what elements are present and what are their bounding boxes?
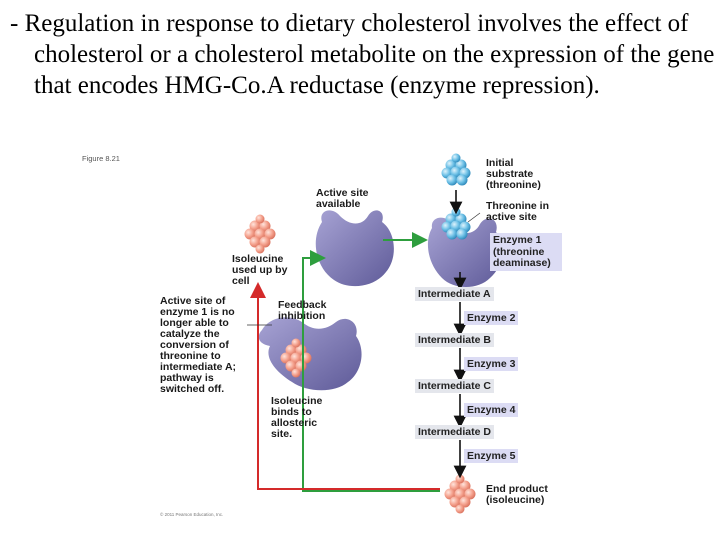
intermediate-d: Intermediate D	[415, 425, 494, 439]
enzyme-active-site-available	[315, 210, 394, 287]
red-arrow-feedback	[250, 282, 440, 490]
end-product-molecule	[444, 474, 476, 514]
leader-threonine	[467, 212, 481, 223]
enzyme-2: Enzyme 2	[464, 311, 519, 325]
green-arrow-used-up	[302, 250, 440, 492]
copyright: © 2011 Pearson Education, Inc.	[160, 512, 224, 517]
label-feedback-inhibition: Feedback inhibition	[278, 299, 327, 322]
enzyme-1-with-substrate	[427, 217, 503, 287]
intermediate-c: Intermediate C	[415, 379, 494, 393]
threonine-molecule	[441, 153, 471, 186]
label-initial-substrate: Initial substrate (threonine)	[486, 157, 541, 191]
enzyme-5: Enzyme 5	[464, 449, 519, 463]
intermediate-a: Intermediate A	[415, 287, 494, 301]
label-isoleucine-binds: Isoleucine binds to allosteric site.	[271, 395, 323, 440]
figure-label: Figure 8.21	[82, 154, 120, 163]
enzyme-3: Enzyme 3	[464, 357, 519, 371]
label-active-site-available: Active site available	[316, 187, 369, 210]
label-enzyme-1: Enzyme 1 (threonine deaminase)	[490, 233, 562, 271]
bullet-text: - Regulation in response to dietary chol…	[10, 10, 715, 99]
label-isoleucine-used: Isoleucine used up by cell	[232, 253, 288, 287]
label-end-product: End product (isoleucine)	[486, 483, 548, 506]
enzyme-1-inhibited	[258, 317, 362, 391]
label-threonine-active-site: Threonine in active site	[486, 200, 549, 223]
intermediate-b: Intermediate B	[415, 333, 494, 347]
isoleucine-molecule	[244, 214, 276, 254]
enzyme-4: Enzyme 4	[464, 403, 519, 417]
label-active-site-no-longer: Active site of enzyme 1 is no longer abl…	[160, 295, 237, 395]
